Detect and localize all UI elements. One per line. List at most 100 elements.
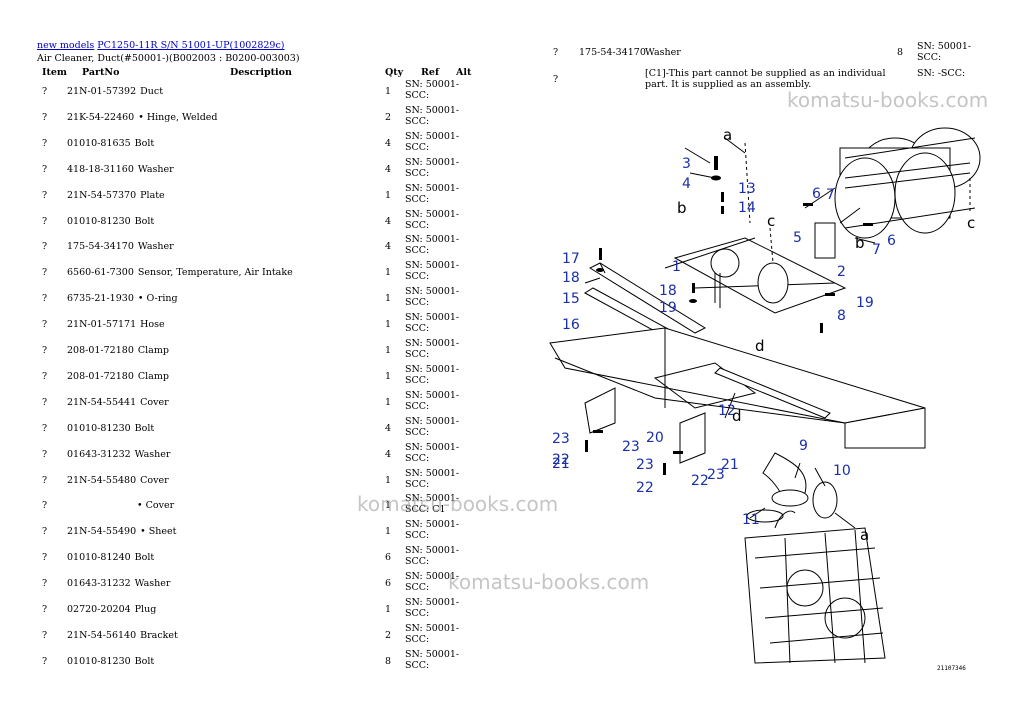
callout-number: 16 xyxy=(562,317,580,333)
right-row-part: 175-54-34170 xyxy=(579,47,646,58)
watermark: komatsu-books.com xyxy=(357,492,559,516)
part-description: Hose xyxy=(140,319,165,331)
note-row-item: ? xyxy=(553,74,559,85)
right-row-ref: SN: 50001-SCC: xyxy=(917,41,972,63)
ref-cell: SN: 50001-SCC: xyxy=(405,545,460,568)
header-partno: PartNo xyxy=(82,67,120,78)
part-description: Bolt xyxy=(134,422,155,434)
part-number: 01010-81230 xyxy=(67,215,131,227)
part-description: Cover xyxy=(140,474,169,486)
breadcrumb-model-link[interactable]: PC1250-11R S/N 51001-UP(1002829c) xyxy=(97,40,285,51)
callout-number: 20 xyxy=(646,430,664,446)
item-cell: ? xyxy=(42,655,48,667)
qty-cell: 4 xyxy=(385,448,392,460)
ref-cell: SN: 50001-SCC: xyxy=(405,597,460,619)
page-title: Air Cleaner, Duct(#50001-)(B002003 : B02… xyxy=(37,53,300,64)
item-cell: ? xyxy=(42,111,48,123)
callout-number: 10 xyxy=(833,463,851,479)
qty-cell: 1 xyxy=(385,370,392,382)
callout-number: 18 xyxy=(659,283,677,299)
qty-cell: 1 xyxy=(385,474,392,486)
qty-cell: 4 xyxy=(385,422,392,434)
item-cell: ? xyxy=(42,422,48,434)
part-description: Sensor, Temperature, Air Intake xyxy=(137,267,293,279)
note-row-ref: SN: -SCC: xyxy=(917,68,966,79)
callout-number: 3 xyxy=(682,156,691,172)
qty-cell: 1 xyxy=(385,189,392,201)
ref-cell: SN: 50001-SCC: xyxy=(405,286,460,309)
callout-number: 22 xyxy=(636,480,654,496)
connection-letter: b xyxy=(677,199,687,217)
qty-cell: 1 xyxy=(385,396,392,408)
ref-cell: SN: 50001-SCC: xyxy=(405,130,460,153)
header-item: Item xyxy=(42,67,67,78)
breadcrumb: new models PC1250-11R S/N 51001-UP(10028… xyxy=(37,40,285,51)
item-cell: ? xyxy=(42,215,48,227)
qty-cell: 6 xyxy=(385,552,392,564)
part-number: 21N-54-55441 xyxy=(67,396,137,408)
breadcrumb-new-models-link[interactable]: new models xyxy=(37,40,95,51)
part-number: 21N-54-57370 xyxy=(67,189,137,201)
ref-cell: SN: 50001-SCC: xyxy=(405,389,460,412)
qty-cell: 1 xyxy=(385,86,392,97)
qty-cell: 1 xyxy=(385,500,392,512)
connection-letter: d xyxy=(732,407,742,425)
ref-cell: SN: 50001-SCC: C1 xyxy=(405,493,460,516)
item-cell: ? xyxy=(42,500,48,512)
qty-cell: 4 xyxy=(385,163,392,175)
header-alt: Alt xyxy=(456,67,472,78)
item-cell: ? xyxy=(42,345,48,356)
qty-cell: 4 xyxy=(385,241,392,253)
part-description: Washer xyxy=(134,578,171,590)
part-number: 21N-54-56140 xyxy=(67,629,137,641)
part-description: Cover xyxy=(140,396,169,408)
ref-cell: SN: 50001-SCC: xyxy=(405,441,460,464)
part-description: Bracket xyxy=(140,629,178,641)
item-cell: ? xyxy=(42,370,48,382)
right-row-qty: 8 xyxy=(897,47,904,58)
ref-cell: SN: 50001-SCC: xyxy=(405,338,460,360)
qty-cell: 2 xyxy=(385,629,392,641)
qty-cell: 1 xyxy=(385,293,392,305)
callout-number: 1 xyxy=(672,259,681,275)
part-description: • Hinge, Welded xyxy=(138,111,218,123)
item-cell: ? xyxy=(42,474,48,486)
item-cell: ? xyxy=(42,319,48,331)
callout-number: 6 xyxy=(812,186,821,202)
callout-number: 13 xyxy=(738,181,756,197)
callout-number: 22 xyxy=(552,452,570,468)
connection-letter: a xyxy=(860,526,869,544)
part-description: Washer xyxy=(137,241,174,253)
connection-letter: b xyxy=(855,234,865,252)
part-description: Clamp xyxy=(137,370,169,382)
callout-number: 11 xyxy=(742,512,760,528)
header-qty: Qty xyxy=(385,67,404,78)
qty-cell: 1 xyxy=(385,267,392,279)
connection-letter: a xyxy=(723,126,732,144)
watermark: komatsu-books.com xyxy=(448,570,650,594)
item-cell: ? xyxy=(42,189,48,201)
callout-number: 8 xyxy=(837,308,846,324)
callout-number: 22 xyxy=(691,473,709,489)
part-number: 208-01-72180 xyxy=(67,370,134,382)
